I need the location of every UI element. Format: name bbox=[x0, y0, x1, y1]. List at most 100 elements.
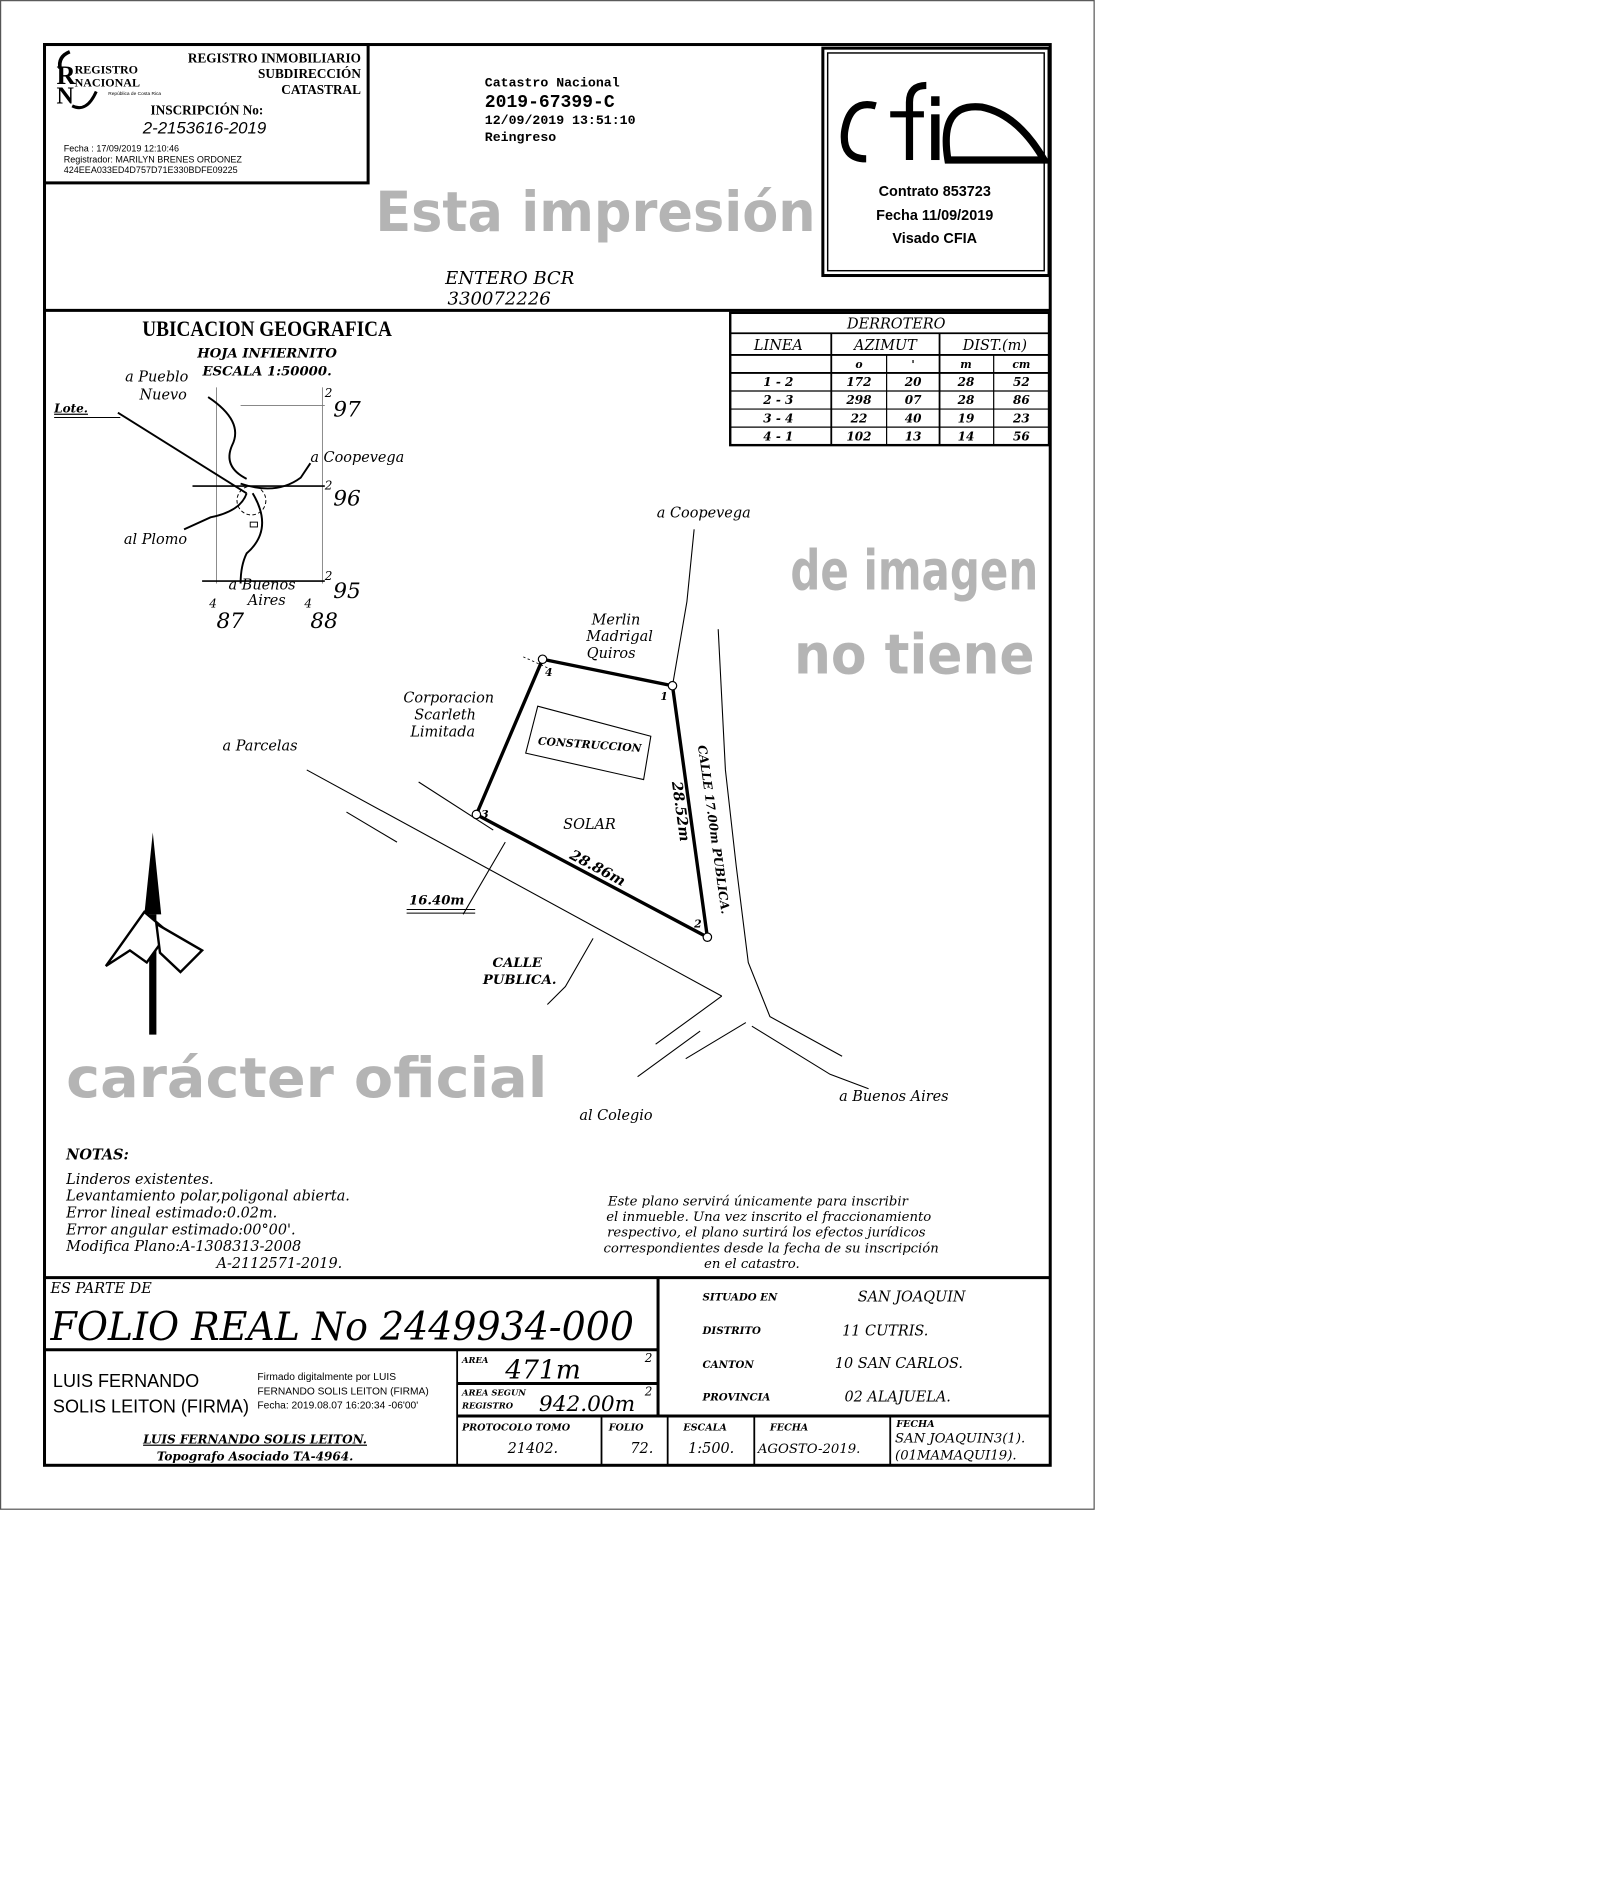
nota-line: A-2112571-2019. bbox=[215, 1256, 343, 1272]
fecha-value: AGOSTO-2019. bbox=[757, 1442, 860, 1457]
vertex-label: 4 bbox=[545, 666, 553, 679]
disclaimer-line: respectivo, el plano surtirá los efectos… bbox=[607, 1226, 926, 1241]
catastro-status: Reingreso bbox=[485, 130, 556, 145]
subheader-cm: cm bbox=[1012, 358, 1030, 371]
table-cell: 20 bbox=[904, 375, 922, 389]
table-cell: 07 bbox=[905, 393, 922, 407]
table-cell: 19 bbox=[958, 411, 975, 425]
archivo-value: (01MAMAQUI19). bbox=[895, 1448, 1017, 1463]
registro-title: REGISTRO INMOBILIARIO bbox=[188, 51, 361, 66]
catastro-info: Catastro Nacional 2019-67399-C 12/09/201… bbox=[485, 76, 636, 145]
watermark-line: Esta impresión bbox=[375, 181, 815, 245]
catastro-number: 2019-67399-C bbox=[485, 93, 615, 113]
registro-subtitle: SUBDIRECCIÓN bbox=[258, 66, 361, 81]
escala-value: 1:500. bbox=[688, 1441, 734, 1457]
logo-text: NACIONAL bbox=[75, 76, 140, 90]
vertex-marker bbox=[471, 809, 482, 820]
label-pueblo-nuevo: a Pueblo bbox=[125, 369, 189, 385]
svg-text:Corporacion: Corporacion bbox=[403, 691, 494, 707]
table-cell: 172 bbox=[846, 375, 871, 389]
table-cell: 86 bbox=[1013, 393, 1030, 407]
table-cell: 2 - 3 bbox=[762, 393, 793, 407]
nota-line: Error lineal estimado:0.02m. bbox=[65, 1205, 277, 1221]
label-colegio: al Colegio bbox=[579, 1108, 653, 1124]
registro-subtitle: CATASTRAL bbox=[281, 82, 361, 97]
area-registro-value: 942.00m bbox=[539, 1392, 635, 1417]
area-value: 471m bbox=[504, 1355, 581, 1386]
table-cell: 28 bbox=[957, 393, 975, 407]
table-cell: 4 - 1 bbox=[763, 429, 793, 443]
nota-line: Levantamiento polar,poligonal abierta. bbox=[65, 1189, 350, 1205]
table-cell: 3 - 4 bbox=[763, 411, 793, 425]
firma-nombre: SOLIS LEITON (FIRMA) bbox=[53, 1396, 249, 1416]
label-plomo: al Plomo bbox=[124, 532, 187, 548]
vertex-marker bbox=[537, 654, 548, 665]
area-sup: 2 bbox=[644, 1351, 653, 1365]
table-cell: 52 bbox=[1013, 375, 1030, 389]
archivo-label: FECHA bbox=[895, 1419, 934, 1430]
colindante-corporacion: Corporacion Scarleth Limitada bbox=[403, 691, 494, 741]
roads bbox=[306, 529, 869, 1090]
ubicacion-roads bbox=[117, 396, 312, 584]
solar-label: SOLAR bbox=[563, 817, 616, 833]
area-sup: 2 bbox=[644, 1385, 653, 1399]
registro-hash: 424EEA033ED4D757D71E330BDFE09225 bbox=[64, 165, 238, 175]
vertex-label: 1 bbox=[660, 690, 668, 703]
calle-publica-label: PUBLICA. bbox=[482, 973, 557, 988]
cfia-stamp: Contrato 853723 Fecha 11/09/2019 Visado … bbox=[821, 46, 1051, 278]
escala-label: ESCALA bbox=[682, 1422, 727, 1433]
disclaimer: Este plano servirá únicamente para inscr… bbox=[603, 1194, 938, 1272]
subheader-m: m bbox=[960, 358, 971, 371]
area-registro-label: REGISTRO bbox=[461, 1401, 514, 1411]
svg-text:R: R bbox=[57, 60, 77, 90]
distrito-label: DISTRITO bbox=[702, 1325, 762, 1337]
grid-coordinates: 2 97 2 96 2 95 4 87 4 88 bbox=[208, 386, 361, 634]
calle-publica-label: CALLE bbox=[493, 956, 543, 971]
watermark-line: carácter oficial bbox=[66, 1047, 547, 1111]
table-cell: 22 bbox=[850, 411, 868, 425]
watermark-line: no tiene bbox=[794, 624, 1035, 688]
table-cell: 1 - 2 bbox=[763, 375, 793, 389]
svg-text:95: 95 bbox=[333, 579, 361, 604]
nota-line: Modifica Plano:A-1308313-2008 bbox=[65, 1239, 301, 1255]
catastro-label: Catastro Nacional bbox=[485, 76, 620, 91]
label-lote: Lote. bbox=[53, 402, 88, 416]
table-cell: 40 bbox=[905, 411, 922, 425]
vertex-label: 3 bbox=[481, 808, 489, 821]
header-azimut: AZIMUT bbox=[852, 338, 918, 354]
disclaimer-line: el inmueble. Una vez inscrito el fraccio… bbox=[606, 1210, 931, 1225]
inscripcion-number: 2-2153616-2019 bbox=[142, 119, 267, 138]
label-buenos-aires: a Buenos bbox=[229, 578, 296, 594]
protocolo-label: PROTOCOLO TOMO bbox=[461, 1422, 571, 1433]
main-frame bbox=[43, 43, 1052, 1467]
archivo-value: SAN JOAQUIN3(1). bbox=[895, 1431, 1025, 1446]
entero-number: 330072226 bbox=[448, 288, 551, 309]
registrador: Registrador: MARILYN BRENES ORDONEZ bbox=[64, 154, 243, 164]
folio-label: FOLIO bbox=[608, 1422, 644, 1433]
table-cell: 23 bbox=[1012, 411, 1030, 425]
vertex-marker bbox=[667, 680, 678, 691]
table-cell: 56 bbox=[1013, 429, 1030, 443]
notas-title: NOTAS: bbox=[65, 1147, 129, 1164]
table-cell: 298 bbox=[845, 393, 872, 407]
svg-text:4: 4 bbox=[303, 597, 312, 611]
disclaimer-line: en el catastro. bbox=[704, 1257, 800, 1272]
topografo-cargo: Topografo Asociado TA-4964. bbox=[157, 1449, 353, 1463]
registro-stamp: R N REGISTRO NACIONAL República de Costa… bbox=[43, 43, 370, 185]
disclaimer-line: Este plano servirá únicamente para inscr… bbox=[607, 1194, 909, 1209]
table-cell: 102 bbox=[846, 429, 871, 443]
area-registro-label: AREA SEGUN bbox=[461, 1388, 526, 1398]
title-block: ES PARTE DE FOLIO REAL No 2449934-000 LU… bbox=[44, 1276, 1051, 1466]
ubicacion-geografica: UBICACION GEOGRAFICA HOJA INFIERNITO ESC… bbox=[53, 318, 404, 634]
table-cell: 14 bbox=[958, 429, 975, 443]
provincia-label: PROVINCIA bbox=[702, 1391, 771, 1403]
header-linea: LINEA bbox=[753, 338, 803, 354]
firma-nombre: LUIS FERNANDO bbox=[53, 1371, 199, 1391]
svg-text:4: 4 bbox=[208, 597, 217, 611]
derrotero-table: DERROTERO LINEA AZIMUT DIST.(m) o ' m cm… bbox=[729, 311, 1051, 447]
label-buenos-aires: Aires bbox=[246, 593, 286, 609]
registro-fecha: Fecha : 17/09/2019 12:10:46 bbox=[64, 144, 179, 154]
svg-text:96: 96 bbox=[333, 486, 361, 511]
escala-ubicacion: ESCALA 1:50000. bbox=[201, 364, 331, 379]
